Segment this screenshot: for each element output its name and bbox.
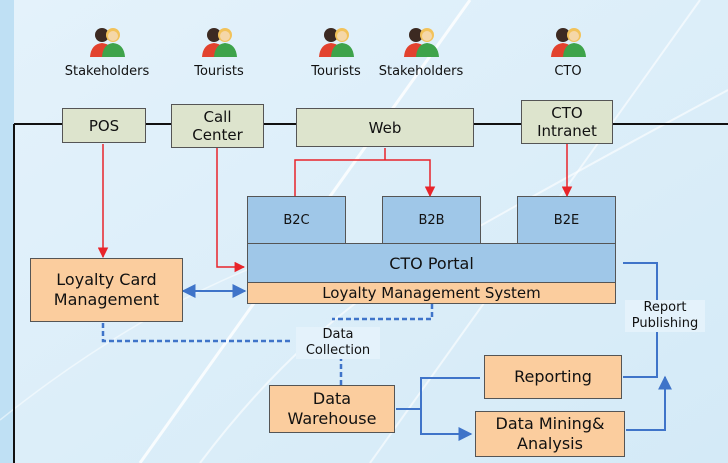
data-collection-line1: Data [322, 327, 354, 342]
arrow-publishing-to-portal [623, 262, 665, 431]
report-publishing-label: Report Publishing [625, 300, 705, 332]
mining-line2: Analysis [517, 434, 583, 453]
intranet-line2: Intranet [537, 122, 597, 140]
mining-line1: Data Mining& [495, 414, 605, 433]
actor-label: Tourists [311, 64, 361, 79]
data-collection-flow [101, 304, 434, 385]
b2c-label: B2C [283, 212, 310, 228]
actor-label: Stakeholders [378, 64, 464, 79]
loyalty-line1: Loyalty Card [56, 270, 157, 289]
call-center-line1: Call [203, 108, 232, 126]
actor-label: Tourists [194, 64, 244, 79]
people-icon [551, 28, 586, 57]
people-icon [202, 28, 237, 57]
intranet-line1: CTO [551, 104, 583, 122]
loyalty-card-box: Loyalty Card Management [30, 258, 183, 322]
b2e-box: B2E [517, 196, 616, 244]
call-center-line2: Center [192, 126, 243, 144]
loyalty-line2: Management [53, 290, 160, 309]
actor-cto: CTO [518, 24, 618, 79]
lms-label: Loyalty Management System [322, 284, 541, 302]
arrow-dw-to-analysis [396, 377, 480, 434]
report-publishing-line1: Report [643, 300, 687, 315]
b2b-box: B2B [382, 196, 481, 244]
arrow-web-to-b2c-b2b [294, 148, 430, 196]
actor-stakeholders-web: Stakeholders [371, 24, 471, 79]
lms-box: Loyalty Management System [247, 282, 616, 304]
actor-tourists-web: Tourists [286, 24, 386, 79]
data-mining-box: Data Mining& Analysis [475, 411, 625, 457]
web-box: Web [296, 108, 474, 147]
cto-portal-label: CTO Portal [389, 253, 474, 273]
report-publishing-line2: Publishing [631, 316, 699, 331]
actor-label: CTO [554, 64, 582, 79]
data-warehouse-box: Data Warehouse [269, 385, 395, 433]
b2c-box: B2C [247, 196, 346, 244]
reporting-box: Reporting [484, 355, 622, 399]
cto-intranet-box: CTO Intranet [521, 100, 613, 144]
actor-tourists: Tourists [169, 24, 269, 79]
people-icon [319, 28, 354, 57]
b2b-label: B2B [418, 212, 445, 228]
pos-label: POS [88, 116, 120, 135]
actor-label: Stakeholders [64, 64, 150, 79]
b2e-label: B2E [553, 212, 580, 228]
actor-stakeholders: Stakeholders [57, 24, 157, 79]
arrow-callcenter-to-portal [216, 148, 246, 273]
cto-portal-box: CTO Portal [247, 243, 616, 283]
pos-box: POS [62, 108, 146, 143]
people-icon [90, 28, 125, 57]
data-collection-label: Data Collection [296, 327, 380, 359]
reporting-label: Reporting [514, 367, 592, 386]
call-center-box: Call Center [171, 104, 264, 148]
dw-line2: Warehouse [287, 409, 377, 428]
data-collection-line2: Collection [305, 343, 371, 358]
dw-line1: Data [312, 389, 352, 408]
web-label: Web [368, 118, 402, 137]
people-icon [404, 28, 439, 57]
